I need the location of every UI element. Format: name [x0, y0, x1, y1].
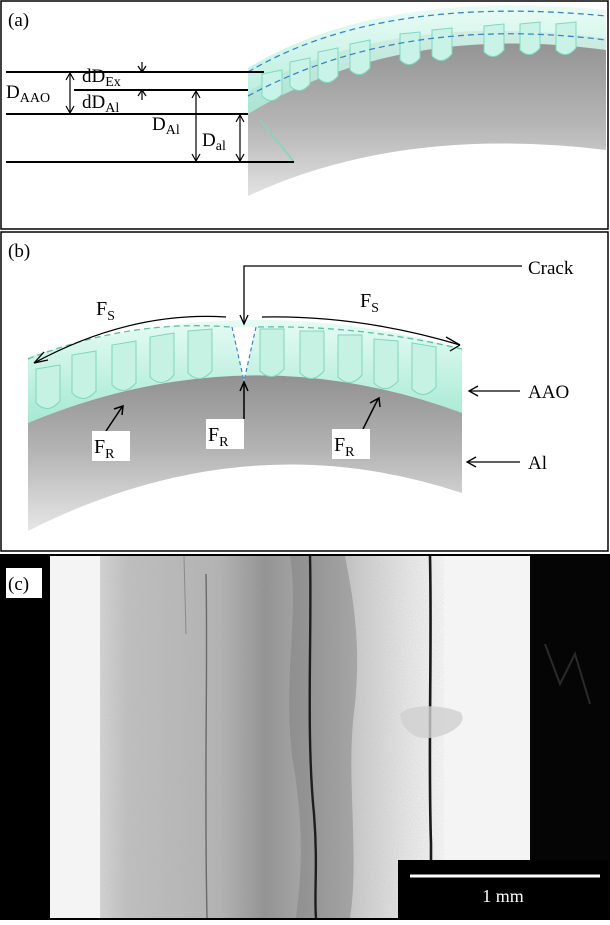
aao-top-dash [27, 325, 463, 360]
panel-b-label: (b) [8, 241, 30, 262]
debris-blob [400, 706, 463, 739]
right-dark-specks [544, 643, 591, 705]
panel-c-label-box [6, 568, 42, 598]
outer-dash-line [247, 10, 607, 73]
edge-line [259, 119, 295, 163]
label-fr-right: FR [334, 434, 355, 460]
fr-arrows [105, 380, 381, 432]
reference-lines [6, 71, 294, 163]
label-aao: AAO [528, 382, 569, 403]
dimension-arrows [65, 62, 245, 163]
label-d-aao: DAAO [6, 82, 50, 106]
panel-c-micrograph: (c) 1 mm [0, 554, 610, 920]
panel-c-label: (c) [8, 574, 29, 595]
panel-a-label: (a) [8, 10, 29, 31]
panel-b: (b) FS FS Crack [0, 231, 610, 553]
panel-a-figure: (a) DAAO dDEx dDAl DA [0, 0, 609, 230]
panel-c: (c) 1 mm [0, 554, 610, 920]
label-d-al-big: DAl [152, 114, 180, 138]
crack-gap [232, 327, 256, 381]
label-d-al-small: Dal [202, 130, 226, 154]
fr-center-box [206, 419, 244, 449]
layer-pointers [465, 385, 520, 468]
scale-bar-label: 1 mm [482, 886, 524, 906]
al-substrate-b [28, 371, 462, 531]
fr-right-box [332, 429, 370, 459]
fr-left-box [92, 431, 130, 461]
label-dd-al: dDAl [82, 92, 119, 116]
panel-a: (a) DAAO dDEx dDAl DA [0, 0, 610, 230]
label-al: Al [528, 453, 547, 474]
scale-bar-box [398, 860, 608, 918]
label-fr-left: FR [94, 436, 115, 462]
label-fr-center: FR [208, 424, 229, 450]
label-dd-ex: dDEx [82, 66, 121, 90]
crack-outline [231, 326, 257, 382]
dark-zone [289, 556, 358, 918]
label-fs-left: FS [96, 298, 115, 324]
fs-arrows [33, 315, 461, 364]
panel-b-figure: (b) FS FS Crack [0, 231, 609, 552]
pore-cells-b [35, 328, 437, 409]
inner-dash-line [247, 33, 607, 97]
crack-pointer [239, 265, 522, 326]
specimen-texture [100, 556, 444, 918]
right-dark-region [530, 556, 610, 918]
aao-coating [248, 5, 606, 115]
label-crack: Crack [528, 258, 574, 279]
label-fs-right: FS [360, 290, 379, 316]
pore-cells [261, 21, 577, 101]
